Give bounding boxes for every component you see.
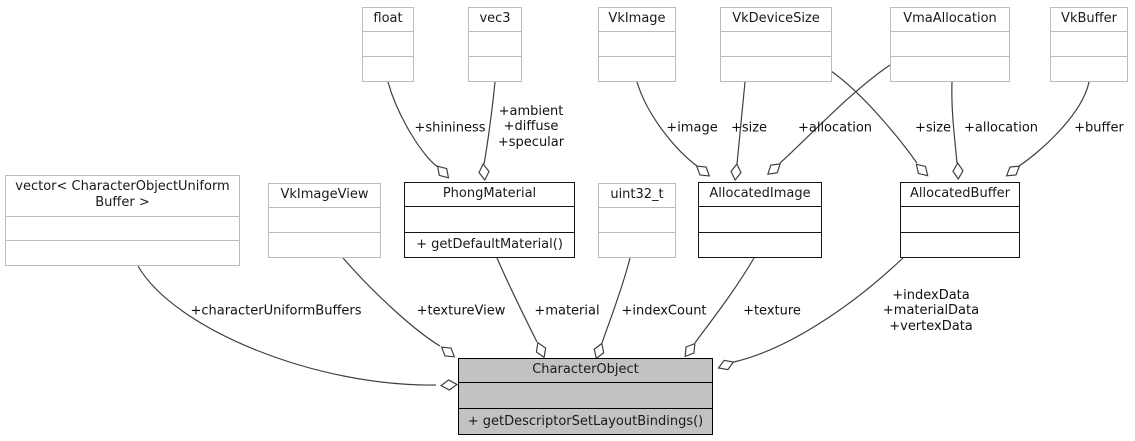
class-title: VmaAllocation: [903, 11, 997, 26]
edge-vmaallocation-allocatedbuffer: [951, 81, 964, 181]
methods-compartment: [1051, 56, 1127, 81]
attributes-compartment: [721, 31, 831, 56]
edge-label-image-allocation: +allocation: [797, 120, 873, 136]
methods-compartment: [699, 231, 821, 257]
edge-label-image: +image: [666, 120, 718, 136]
edge-vec3-phongmaterial: [478, 81, 496, 182]
class-box-vmaallocation: VmaAllocation: [890, 7, 1010, 82]
class-title: uint32_t: [610, 187, 664, 202]
class-box-vkbuffer: VkBuffer: [1050, 7, 1128, 82]
class-title: VkImage: [608, 11, 666, 26]
edge-label-texture: +texture: [743, 303, 801, 319]
aggregation-diamond: [1005, 165, 1021, 177]
edge-vkbuffer-allocatedbuffer: [1005, 81, 1090, 177]
class-box-phongmaterial[interactable]: PhongMaterial + getDefaultMaterial(): [404, 182, 575, 258]
edge-allocatedimage-characterobject: [684, 257, 755, 358]
class-title: float: [373, 11, 403, 26]
methods-compartment: [6, 240, 239, 265]
class-title: CharacterObject: [532, 362, 639, 377]
class-title: VkImageView: [280, 187, 369, 202]
methods-compartment: [363, 56, 413, 81]
edge-label-buffer: +buffer: [1074, 120, 1124, 136]
edge-label-characteruniformbuffers: +characterUniformBuffers: [190, 303, 362, 319]
attributes-compartment: [1051, 31, 1127, 56]
edge-label-buffer-size: +size: [914, 120, 952, 136]
edge-phongmaterial-characterobject: [496, 257, 547, 359]
aggregation-diamond: [593, 342, 605, 360]
class-box-vkdevicesize: VkDeviceSize: [720, 7, 832, 82]
attributes-compartment: [599, 207, 675, 232]
class-title: AllocatedImage: [709, 186, 811, 201]
edge-vkdevicesize-allocatedbuffer: [830, 70, 929, 177]
class-box-vector-characterobjectuniformbuffer: vector< CharacterObjectUniform Buffer >: [5, 175, 240, 266]
class-box-uint32t: uint32_t: [598, 183, 676, 258]
methods-compartment: [721, 56, 831, 81]
edge-label-indexdata-materialdata-vertexdata: +indexData +materialData +vertexData: [882, 288, 980, 334]
class-box-vec3: vec3: [468, 7, 522, 82]
edge-uint32t-characterobject: [593, 257, 631, 360]
aggregation-diamond: [439, 379, 459, 391]
class-title: vec3: [479, 11, 511, 26]
attributes-compartment: [363, 31, 413, 56]
class-box-vkimage: VkImage: [598, 7, 676, 82]
edge-label-ambient-diffuse-specular: +ambient +diffuse +specular: [497, 104, 565, 150]
attributes-compartment: [599, 31, 675, 56]
attributes-compartment: [405, 206, 574, 231]
edge-label-shininess: +shininess: [414, 120, 486, 136]
class-box-allocatedbuffer[interactable]: AllocatedBuffer: [900, 182, 1020, 258]
attributes-compartment: [459, 382, 712, 408]
edge-allocatedbuffer-characterobject: [717, 257, 904, 371]
edge-vkdevicesize-allocatedimage: [730, 81, 746, 182]
aggregation-diamond: [684, 342, 696, 358]
aggregation-diamond: [436, 165, 450, 179]
class-title: AllocatedBuffer: [910, 186, 1010, 201]
methods-compartment: [599, 232, 675, 257]
aggregation-diamond: [535, 341, 547, 359]
attributes-compartment: [469, 31, 521, 56]
class-title: PhongMaterial: [442, 186, 537, 201]
edge-float-phongmaterial: [387, 81, 450, 179]
aggregation-diamond: [767, 163, 781, 175]
edge-vmaallocation-allocatedimage: [767, 64, 891, 175]
aggregation-diamond: [915, 163, 929, 177]
edge-label-buffer-allocation: +allocation: [963, 120, 1039, 136]
methods-compartment: [891, 56, 1009, 81]
methods-compartment: + getDefaultMaterial(): [405, 231, 574, 257]
class-box-vkimageview: VkImageView: [268, 183, 381, 258]
class-title: VkBuffer: [1061, 11, 1117, 26]
attributes-compartment: [699, 206, 821, 231]
attributes-compartment: [901, 206, 1019, 231]
attributes-compartment: [891, 31, 1009, 56]
aggregation-diamond: [730, 162, 742, 182]
aggregation-diamond: [440, 346, 456, 358]
class-title: vector< CharacterObjectUniform Buffer >: [15, 179, 230, 211]
class-title: VkDeviceSize: [732, 11, 820, 26]
methods-compartment: [469, 56, 521, 81]
aggregation-diamond: [478, 162, 490, 182]
attributes-compartment: [269, 207, 380, 232]
methods-compartment: [269, 232, 380, 257]
class-box-allocatedimage[interactable]: AllocatedImage: [698, 182, 822, 258]
edge-vector-characterobject: [137, 265, 459, 391]
methods-compartment: + getDescriptorSetLayoutBindings(): [459, 408, 712, 434]
methods-compartment: [901, 231, 1019, 257]
class-box-characterobject[interactable]: CharacterObject + getDescriptorSetLayout…: [458, 358, 713, 435]
class-box-float: float: [362, 7, 414, 82]
attributes-compartment: [6, 215, 239, 241]
aggregation-diamond: [717, 359, 735, 371]
edge-vkimageview-characterobject: [342, 257, 456, 358]
edge-label-indexcount: +indexCount: [621, 303, 707, 319]
aggregation-diamond: [952, 161, 964, 181]
methods-compartment: [599, 56, 675, 81]
edge-label-material: +material: [534, 303, 600, 319]
edge-label-image-size: +size: [730, 120, 768, 136]
edge-label-textureview: +textureView: [416, 303, 506, 319]
aggregation-diamond: [695, 165, 711, 177]
edge-vkimage-allocatedimage: [636, 81, 711, 177]
